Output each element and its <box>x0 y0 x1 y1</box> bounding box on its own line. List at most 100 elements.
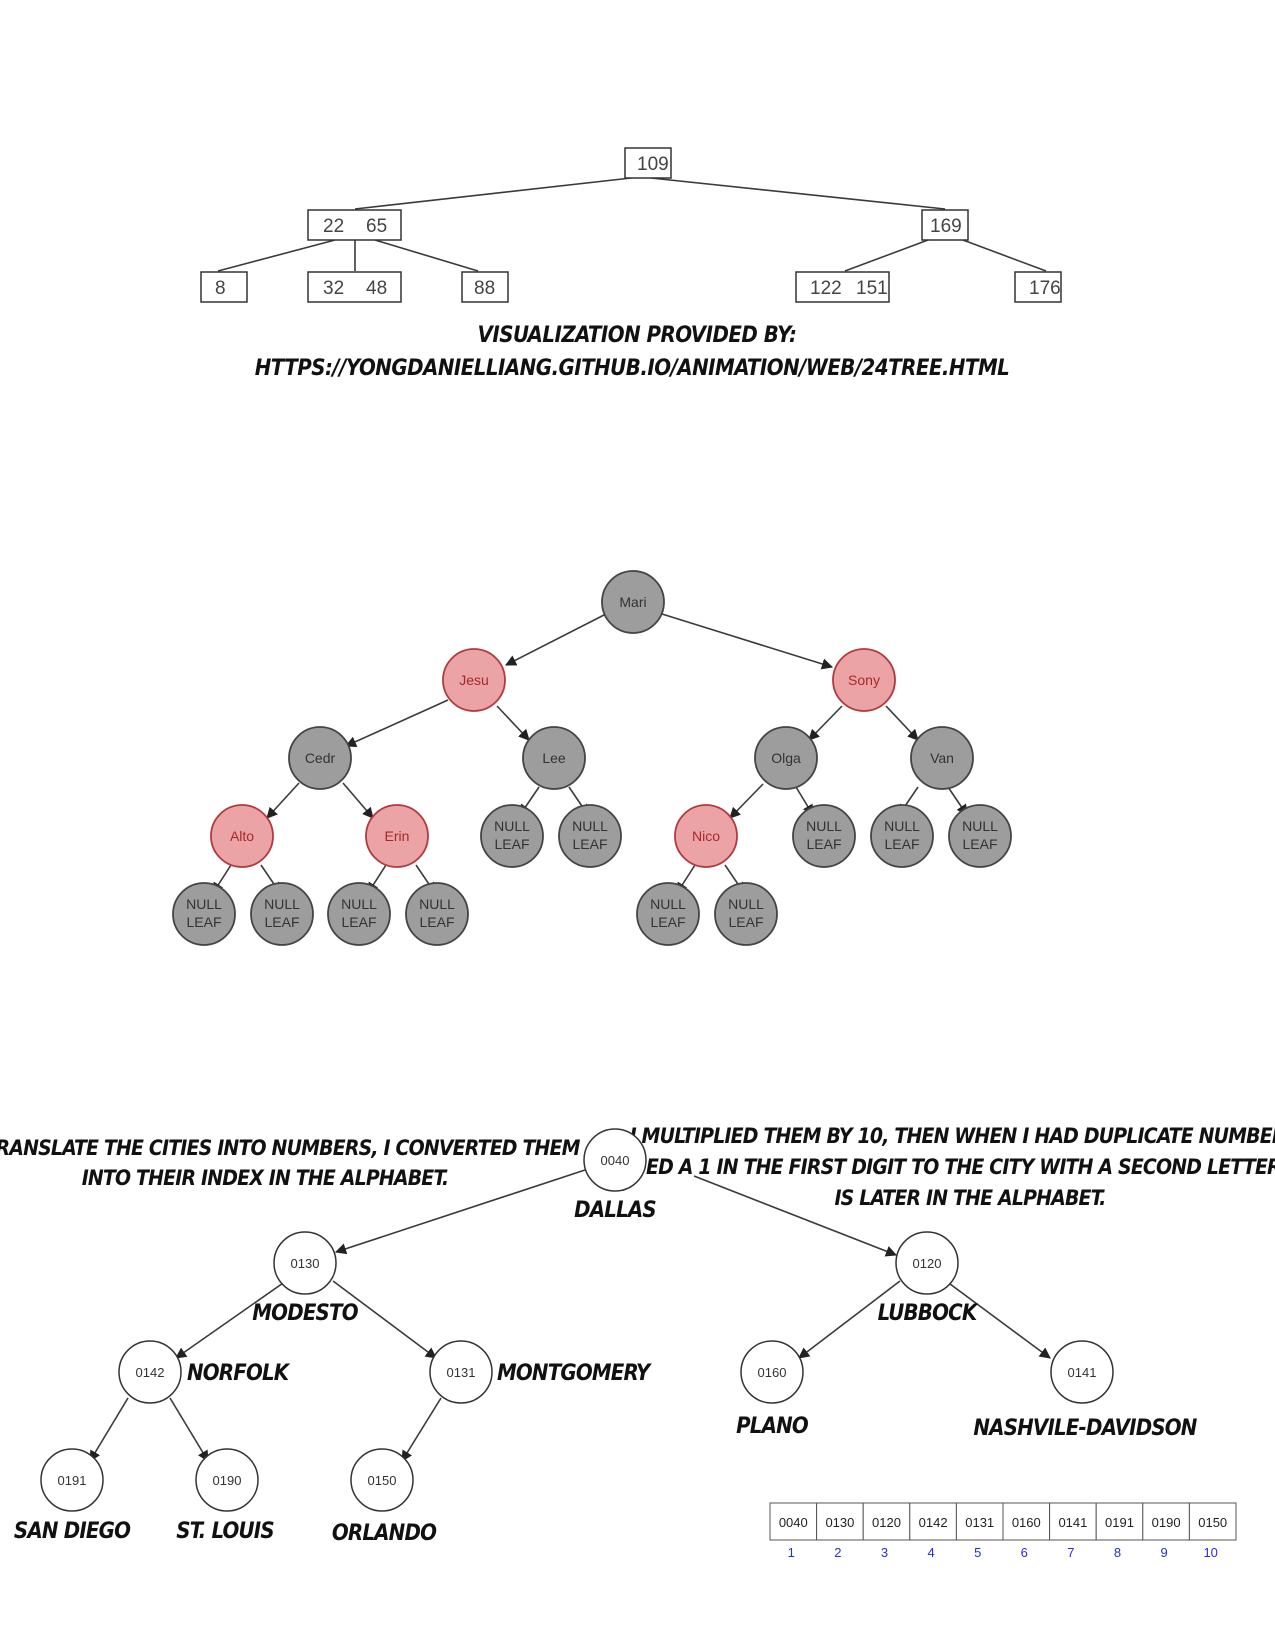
btree-key: 32 <box>323 278 344 299</box>
rbtree-null-leaf: NULL LEAF <box>480 804 544 868</box>
rbtree-edge <box>808 705 843 741</box>
heap-edge <box>89 1397 129 1462</box>
svg-text:0130: 0130 <box>291 1256 320 1271</box>
city-label: Modesto <box>252 1301 358 1326</box>
rbtree-edge <box>266 782 300 819</box>
rbtree-edge <box>729 783 764 819</box>
rbtree-node-olga: Olga <box>754 726 818 790</box>
rbtree-node-erin: Erin <box>365 804 429 868</box>
heap-node-montgomery: 0131 Montgomery <box>429 1340 654 1404</box>
array-value: 0150 <box>1198 1515 1227 1530</box>
svg-text:LEAF: LEAF <box>572 836 607 852</box>
svg-text:NULL: NULL <box>494 818 530 834</box>
btree-key: 109 <box>637 154 669 175</box>
svg-text:Van: Van <box>930 750 954 766</box>
btree-key: 65 <box>366 216 387 237</box>
btree-leaf-node: 88 <box>461 271 509 303</box>
array-value: 0141 <box>1058 1515 1087 1530</box>
rbtree-null-leaf: NULL LEAF <box>558 804 622 868</box>
btree-edge <box>374 239 479 272</box>
rbtree-node-lee: Lee <box>522 726 586 790</box>
svg-text:0191: 0191 <box>58 1473 87 1488</box>
rbtree-node-cedr: Cedr <box>288 726 352 790</box>
btree-edge <box>354 177 632 210</box>
rbtree-null-leaf: NULL LEAF <box>714 882 778 946</box>
heap-edge <box>945 1280 1051 1359</box>
svg-text:LEAF: LEAF <box>494 836 529 852</box>
heap-array: 0040101302012030142401315016060141701918… <box>769 1502 1237 1560</box>
svg-text:0160: 0160 <box>758 1365 787 1380</box>
btree-key: 88 <box>474 278 495 299</box>
btree-diagram: 109 22 65 169 8 32 48 88 122 151 <box>200 147 1062 381</box>
btree-leaf-node: 122 151 <box>795 271 890 303</box>
svg-text:NULL: NULL <box>962 818 998 834</box>
array-index: 4 <box>927 1545 934 1560</box>
svg-text:Cedr: Cedr <box>305 750 336 766</box>
btree-leaf-node: 32 48 <box>307 271 402 303</box>
array-value: 0130 <box>825 1515 854 1530</box>
rbtree-null-leaf: NULL LEAF <box>405 882 469 946</box>
svg-text:NULL: NULL <box>186 896 222 912</box>
note-left-line-2: into their index in the alphabet. <box>82 1166 449 1190</box>
heap-edge <box>334 1169 586 1255</box>
array-value: 0131 <box>965 1515 994 1530</box>
btree-key: 122 <box>810 278 842 299</box>
credit-line-2: https://yongdanielliang.github.io/animat… <box>255 356 1010 381</box>
btree-root-node: 109 <box>624 147 672 179</box>
svg-text:0040: 0040 <box>601 1153 630 1168</box>
array-index: 7 <box>1067 1545 1074 1560</box>
city-label: St. Louis <box>176 1519 274 1544</box>
svg-text:Lee: Lee <box>542 750 566 766</box>
array-index: 6 <box>1021 1545 1028 1560</box>
rbtree-null-leaf: NULL LEAF <box>948 804 1012 868</box>
heap-node-dallas: 0040 Dallas <box>574 1128 657 1223</box>
svg-text:NULL: NULL <box>341 896 377 912</box>
heap-edge <box>169 1397 209 1462</box>
btree-leaf-node: 176 <box>1014 271 1062 303</box>
array-value: 0190 <box>1152 1515 1181 1530</box>
rbtree-null-leaf: NULL LEAF <box>172 882 236 946</box>
city-label: San Diego <box>14 1519 131 1544</box>
city-label: Norfolk <box>187 1361 291 1386</box>
city-label: Montgomery <box>497 1361 653 1386</box>
btree-internal-node: 22 65 <box>307 209 402 241</box>
svg-text:NULL: NULL <box>650 896 686 912</box>
svg-text:Erin: Erin <box>385 828 410 844</box>
array-index: 1 <box>788 1545 795 1560</box>
note-right-line-2: added a 1 in the first digit to the city… <box>600 1155 1275 1179</box>
svg-text:Sony: Sony <box>848 672 880 688</box>
svg-text:LEAF: LEAF <box>419 914 454 930</box>
array-index: 9 <box>1160 1545 1167 1560</box>
svg-text:NULL: NULL <box>419 896 455 912</box>
svg-text:LEAF: LEAF <box>650 914 685 930</box>
btree-key: 22 <box>323 216 344 237</box>
heap-node-plano: 0160 Plano <box>736 1340 810 1439</box>
btree-key: 169 <box>930 216 962 237</box>
btree-edges <box>217 177 1047 272</box>
svg-text:LEAF: LEAF <box>264 914 299 930</box>
rbtree-edge <box>505 614 605 666</box>
btree-internal-node: 169 <box>921 209 969 241</box>
note-right-line-1: I multiplied them by 10, then when I had… <box>630 1124 1275 1148</box>
heap-node-san-diego: 0191 San Diego <box>14 1448 132 1544</box>
svg-text:Nico: Nico <box>692 828 720 844</box>
rbtree-node-alto: Alto <box>210 804 274 868</box>
city-label: Plano <box>736 1414 809 1439</box>
array-value: 0191 <box>1105 1515 1134 1530</box>
svg-text:0131: 0131 <box>447 1365 476 1380</box>
rbtree-null-leaf: NULL LEAF <box>250 882 314 946</box>
city-label: Orlando <box>332 1521 437 1546</box>
heap-node-lubbock: 0120 Lubbock <box>878 1231 980 1326</box>
btree-edge <box>650 177 946 210</box>
heap-edge <box>693 1175 898 1257</box>
rbtree-edge <box>885 705 919 741</box>
svg-text:0190: 0190 <box>213 1473 242 1488</box>
heap-edges <box>89 1169 1051 1462</box>
